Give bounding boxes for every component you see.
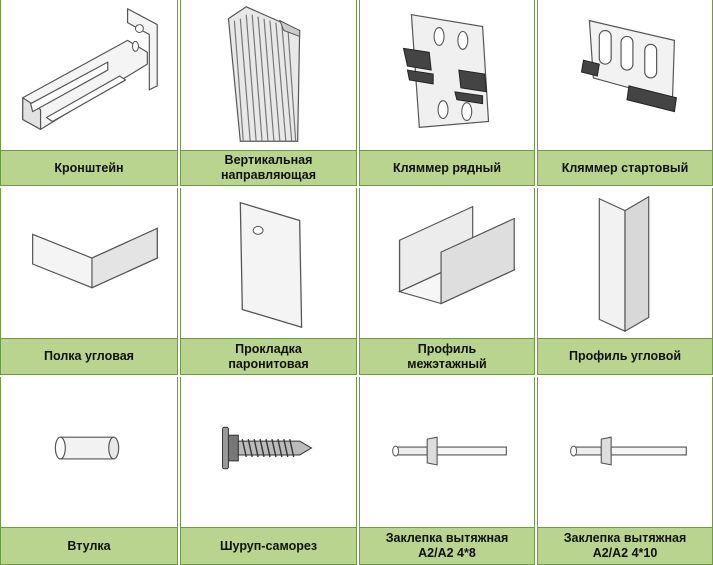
item-image-screw bbox=[180, 377, 357, 527]
item-caption-screw: Шуруп-саморез bbox=[180, 527, 357, 565]
row-clamp-icon bbox=[402, 13, 490, 129]
item-caption-interfloor-profile: Профиль межэтажный bbox=[359, 338, 535, 375]
item-caption-corner-shelf: Полка угловая bbox=[0, 338, 178, 375]
item-image-starter-clamp bbox=[537, 0, 713, 150]
item-image-sleeve bbox=[0, 377, 178, 527]
paronite-gasket-icon bbox=[239, 201, 303, 329]
blind-rivet-4x10-icon bbox=[570, 436, 687, 466]
wall-bracket-icon bbox=[22, 8, 158, 130]
item-caption-bracket: Кронштейн bbox=[0, 150, 178, 186]
corner-shelf-icon bbox=[32, 227, 158, 289]
item-image-corner-shelf bbox=[0, 188, 178, 338]
blind-rivet-4x8-icon bbox=[392, 436, 507, 466]
item-caption-row-clamp: Кляммер рядный bbox=[359, 150, 535, 186]
item-caption-rivet-4x10: Заклепка вытяжная А2/А2 4*10 bbox=[537, 527, 713, 565]
item-image-corner-profile bbox=[537, 188, 713, 338]
item-image-vertical-guide bbox=[180, 0, 357, 150]
item-caption-gasket: Прокладка паронитовая bbox=[180, 338, 357, 375]
self-tapping-screw-icon bbox=[222, 426, 313, 470]
item-image-bracket bbox=[0, 0, 178, 150]
starter-clamp-icon bbox=[580, 19, 677, 113]
item-image-gasket bbox=[180, 188, 357, 338]
item-image-rivet-4x8 bbox=[359, 377, 535, 527]
vertical-guide-profile-icon bbox=[227, 6, 301, 142]
corner-profile-icon bbox=[598, 195, 650, 333]
item-image-interfloor-profile bbox=[359, 188, 535, 338]
interfloor-profile-icon bbox=[397, 205, 516, 305]
item-caption-sleeve: Втулка bbox=[0, 527, 178, 565]
item-caption-rivet-4x8: Заклепка вытяжная А2/А2 4*8 bbox=[359, 527, 535, 565]
item-image-row-clamp bbox=[359, 0, 535, 150]
item-image-rivet-4x10 bbox=[537, 377, 713, 527]
item-caption-vertical-guide: Вертикальная направляющая bbox=[180, 150, 357, 186]
item-caption-corner-profile: Профиль угловой bbox=[537, 338, 713, 375]
item-caption-starter-clamp: Кляммер стартовый bbox=[537, 150, 713, 186]
sleeve-icon bbox=[54, 436, 120, 460]
